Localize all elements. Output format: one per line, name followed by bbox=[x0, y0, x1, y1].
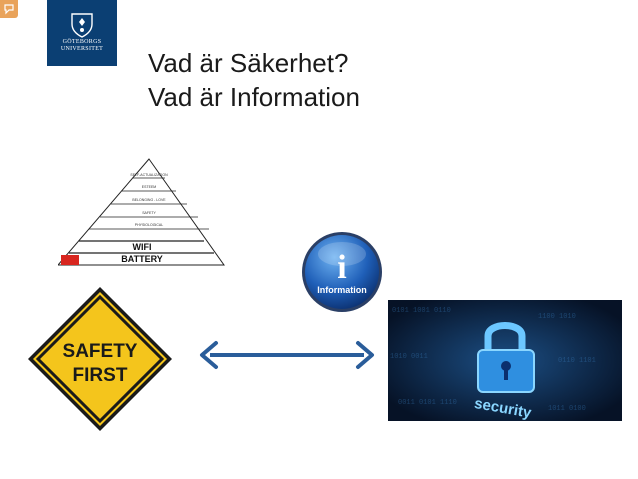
title-line2: Vad är Information bbox=[148, 82, 360, 112]
double-arrow-icon bbox=[200, 341, 374, 369]
corner-badge[interactable] bbox=[0, 0, 18, 18]
pyramid-tier-battery: BATTERY bbox=[121, 254, 163, 264]
padlock-icon: 0101 1001 0110 1100 1010 0011 0101 1110 10… bbox=[388, 300, 622, 421]
logo-line1: GÖTEBORGS bbox=[62, 39, 102, 45]
crest-icon bbox=[71, 13, 93, 38]
information-icon: i Information bbox=[302, 232, 382, 312]
pyramid-tier-3: BELONGING - LOVE bbox=[132, 198, 166, 202]
title-line1: Vad är Säkerhet? bbox=[148, 48, 349, 78]
needs-pyramid: SELF-ACTUALIZATION ESTEEM BELONGING - LO… bbox=[58, 158, 225, 266]
university-logo: GÖTEBORGS UNIVERSITET bbox=[47, 0, 117, 66]
pyramid-tier-2: ESTEEM bbox=[142, 185, 156, 189]
svg-text:0011 0101 1110: 0011 0101 1110 bbox=[398, 399, 457, 407]
chat-bubble-icon bbox=[4, 4, 14, 15]
logo-line2: UNIVERSITET bbox=[60, 46, 104, 52]
slide-title: Vad är Säkerhet? Vad är Information bbox=[148, 46, 360, 114]
info-glyph: i bbox=[337, 249, 346, 286]
pyramid-tier-1: SELF-ACTUALIZATION bbox=[130, 173, 168, 177]
pyramid-tier-wifi: WIFI bbox=[133, 242, 152, 252]
svg-text:1010 0011: 1010 0011 bbox=[390, 353, 428, 361]
safety-first-sign: SAFETY FIRST bbox=[28, 287, 172, 431]
info-label: Information bbox=[317, 285, 367, 295]
svg-text:0110 1101: 0110 1101 bbox=[558, 357, 596, 365]
pyramid-tier-4: SAFETY bbox=[142, 211, 156, 215]
safety-line2: FIRST bbox=[73, 365, 128, 386]
safety-line1: SAFETY bbox=[63, 341, 138, 362]
security-image: 0101 1001 0110 1100 1010 0011 0101 1110 10… bbox=[388, 300, 622, 421]
svg-text:1011 0100: 1011 0100 bbox=[548, 405, 586, 413]
svg-text:0101 1001 0110: 0101 1001 0110 bbox=[392, 307, 451, 315]
svg-text:1100 1010: 1100 1010 bbox=[538, 313, 576, 321]
pyramid-tier-5: PHYSIOLOGICAL bbox=[135, 223, 163, 227]
